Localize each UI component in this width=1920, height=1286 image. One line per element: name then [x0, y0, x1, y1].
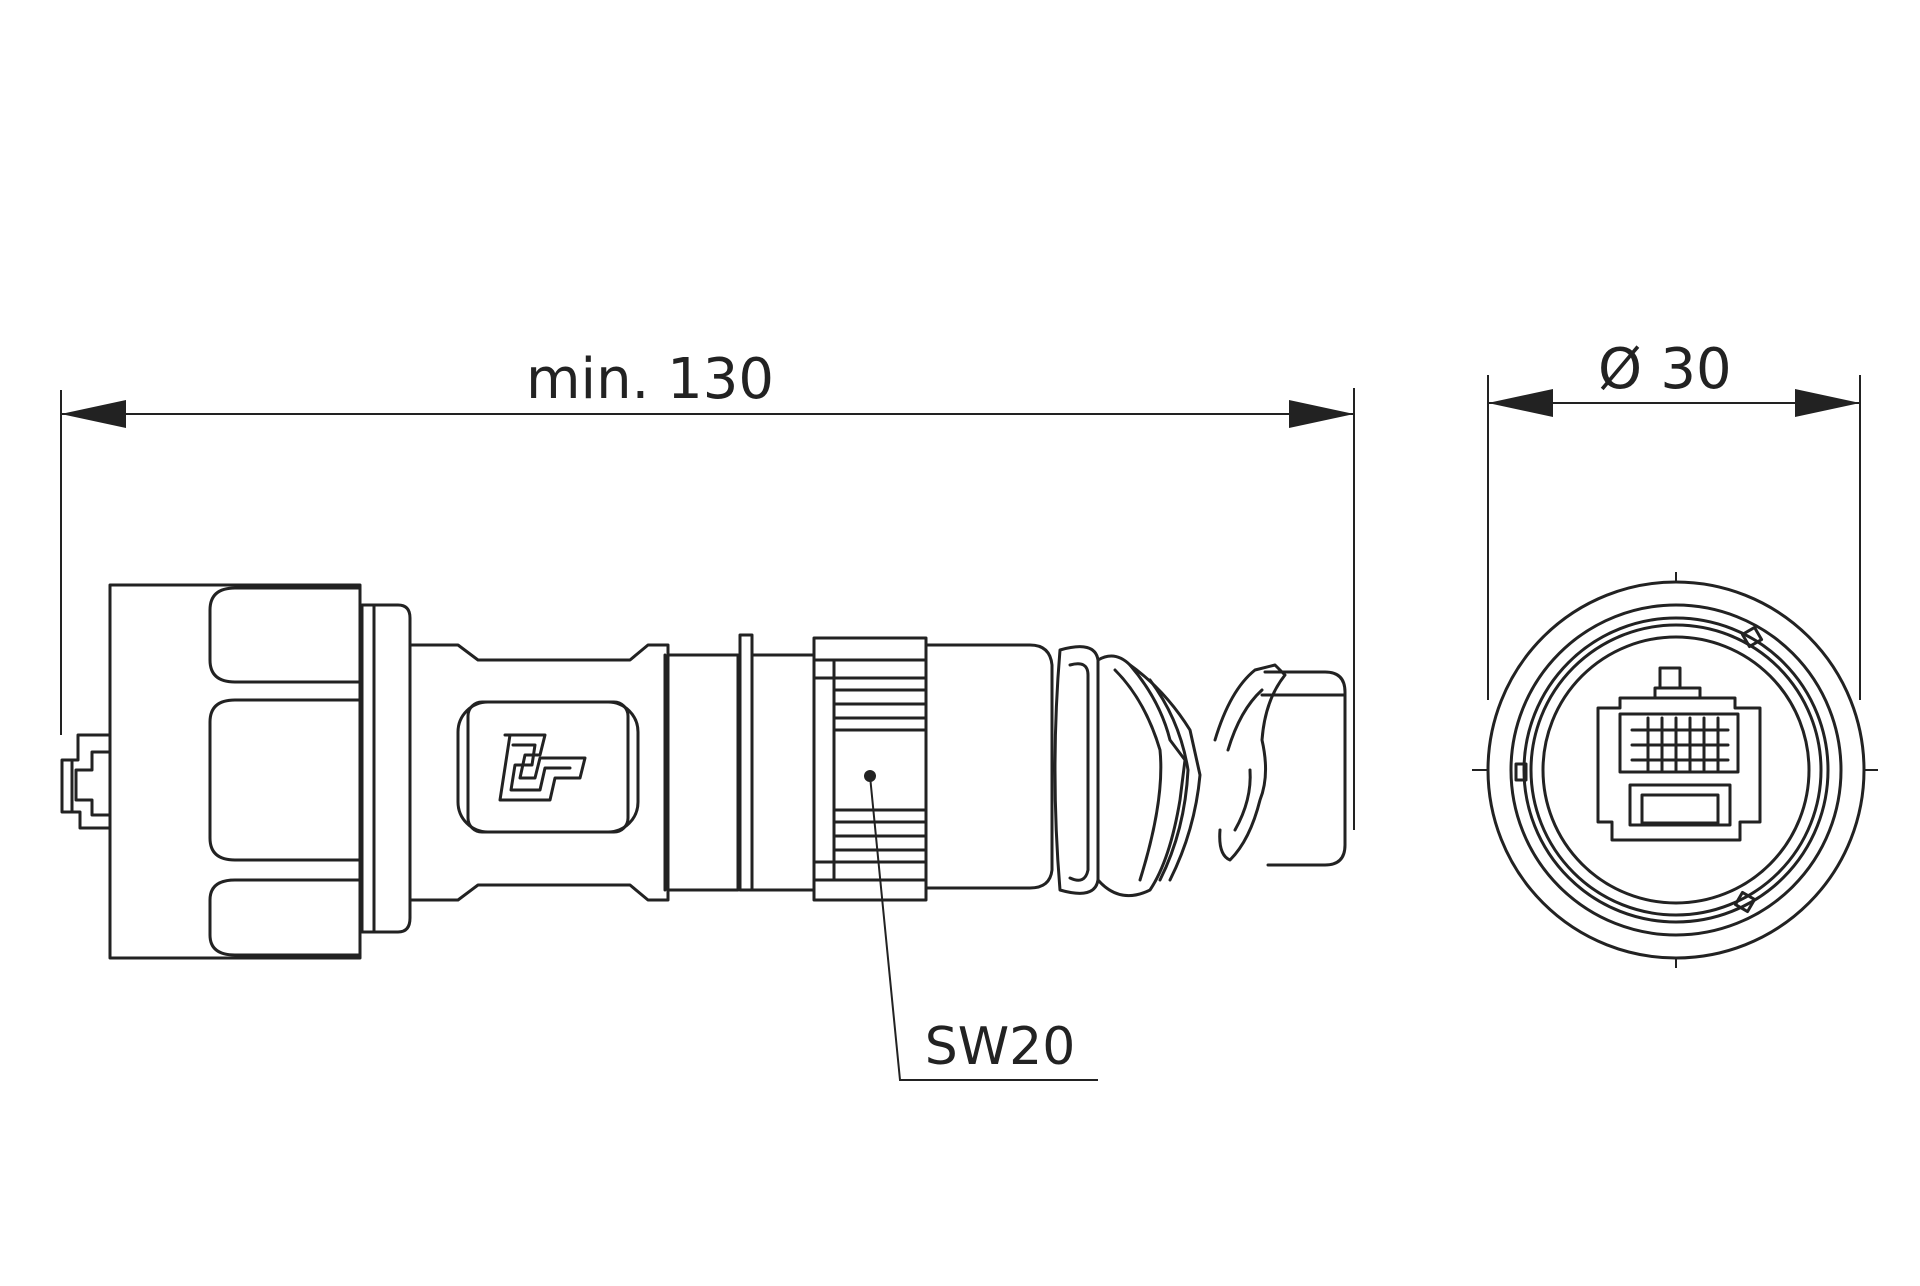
back-body	[924, 643, 1054, 890]
coupling-nut	[108, 583, 362, 960]
wrench-size-label: SW20	[925, 1017, 1076, 1077]
logo-panel-outer	[456, 700, 640, 834]
connector-front-view	[1472, 572, 1878, 968]
outer-ring-inner-edge	[1509, 603, 1843, 937]
cable-gland-end	[1260, 670, 1347, 867]
length-arrow-right	[1289, 400, 1354, 428]
length-arrow-left	[61, 400, 126, 428]
brand-logo-icon	[498, 733, 587, 802]
sleeve	[666, 633, 816, 892]
body-housing	[408, 643, 670, 902]
diameter-symbol: Ø	[1598, 337, 1642, 402]
diameter-arrow-left	[1488, 389, 1553, 417]
rj45-latch-slot	[1628, 783, 1732, 827]
diameter-label: 30	[1660, 337, 1731, 402]
rj45-port	[1596, 686, 1762, 842]
callout-leader	[869, 775, 1098, 1081]
diameter-arrow-right	[1795, 389, 1860, 417]
wrench-flat-ring	[812, 636, 928, 902]
length-label: min. 130	[526, 347, 774, 412]
connector-side-view	[60, 583, 1347, 960]
strain-relief-spiral	[1053, 645, 1287, 898]
flange	[360, 603, 412, 934]
plug-tip	[60, 733, 112, 830]
length-dimension: min. 130	[60, 347, 1355, 830]
diameter-dimension: Ø 30	[1487, 337, 1861, 700]
sw20-callout: SW20	[869, 775, 1098, 1081]
